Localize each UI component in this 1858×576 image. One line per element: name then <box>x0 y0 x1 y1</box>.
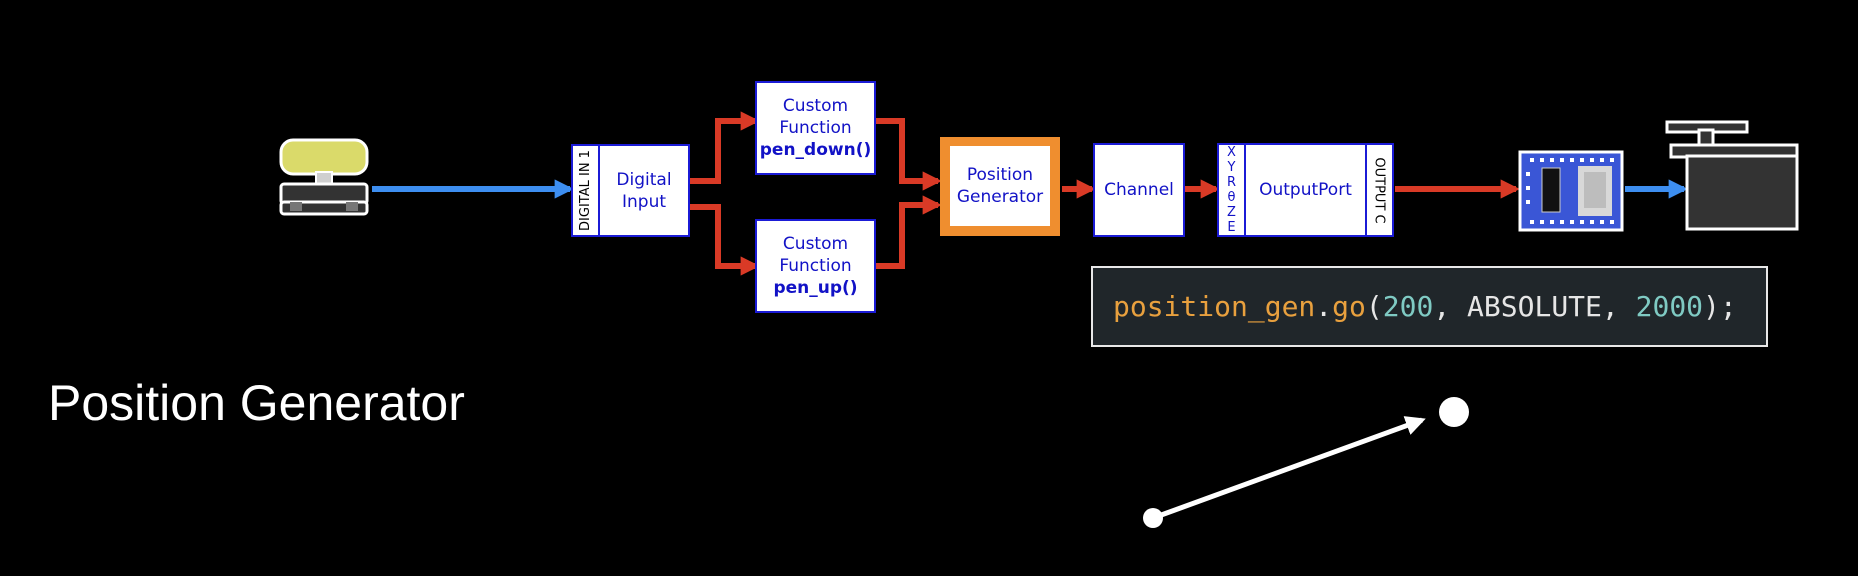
code-dot: . <box>1315 290 1333 323</box>
custom-function-pen-up-block: Custom Function pen_up() <box>755 219 876 313</box>
code-identifier: position_gen <box>1113 290 1316 323</box>
wire-pen-up-to-generator <box>875 195 942 269</box>
axis-label: E <box>1227 220 1236 235</box>
pen-down-line1: Custom <box>782 96 849 116</box>
push-button-icon <box>279 138 369 216</box>
pen-up-line1: Custom <box>782 234 849 254</box>
code-separator: , <box>1433 290 1468 323</box>
output-port-axes: X Y R θ Z E <box>1217 143 1246 237</box>
motion-start-point <box>1143 508 1163 528</box>
axis-label: R <box>1226 175 1237 190</box>
slide-title: Position Generator <box>48 375 465 431</box>
axis-label: Z <box>1227 205 1236 220</box>
output-port-label: OutputPort <box>1259 180 1352 200</box>
digital-in-port-label: DIGITAL IN 1 <box>578 150 594 231</box>
position-generator-line1: Position <box>966 165 1034 185</box>
code-separator: , <box>1601 290 1636 323</box>
code-arg-position: 200 <box>1382 290 1434 323</box>
digital-input-line1: Digital <box>616 169 672 190</box>
code-arg-mode: ABSOLUTE <box>1467 290 1602 323</box>
code-method: go <box>1332 290 1366 323</box>
position-generator-block: Position Generator <box>950 146 1050 226</box>
code-snippet: position_gen.go(200, ABSOLUTE, 2000); <box>1091 266 1768 347</box>
digital-input-block: Digital Input <box>598 144 690 237</box>
axis-label: X <box>1227 145 1236 160</box>
axis-label: Y <box>1227 160 1236 175</box>
wire-input-to-pen-down <box>690 111 760 184</box>
wire-pen-down-to-generator <box>875 118 942 191</box>
output-c-port: OUTPUT C <box>1365 143 1394 237</box>
axes-list: X Y R θ Z E <box>1227 144 1236 236</box>
pen-servo-icon <box>1665 120 1799 231</box>
channel-block: Channel <box>1093 143 1185 237</box>
digital-in-port: DIGITAL IN 1 <box>571 144 600 237</box>
axis-label: θ <box>1227 190 1236 205</box>
wire-input-to-pen-up <box>690 204 760 276</box>
pen-down-line2: Function <box>779 118 852 138</box>
position-generator-line2: Generator <box>956 187 1044 207</box>
pen-up-fn-name: pen_up() <box>773 278 858 298</box>
code-open-paren: ( <box>1365 290 1383 323</box>
custom-function-pen-down-block: Custom Function pen_down() <box>755 81 876 175</box>
pen-up-line2: Function <box>779 256 852 276</box>
code-arg-duration: 2000 <box>1635 290 1704 323</box>
pen-down-fn-name: pen_down() <box>759 140 872 160</box>
digital-input-line2: Input <box>621 191 667 212</box>
motion-vector-arrow <box>1152 416 1426 521</box>
channel-label: Channel <box>1104 180 1174 200</box>
motion-target-point <box>1439 397 1469 427</box>
output-port-block: OutputPort <box>1244 143 1367 237</box>
output-c-port-label: OUTPUT C <box>1372 156 1388 224</box>
code-close: ); <box>1703 290 1737 323</box>
stepper-driver-board-icon <box>1518 150 1624 232</box>
